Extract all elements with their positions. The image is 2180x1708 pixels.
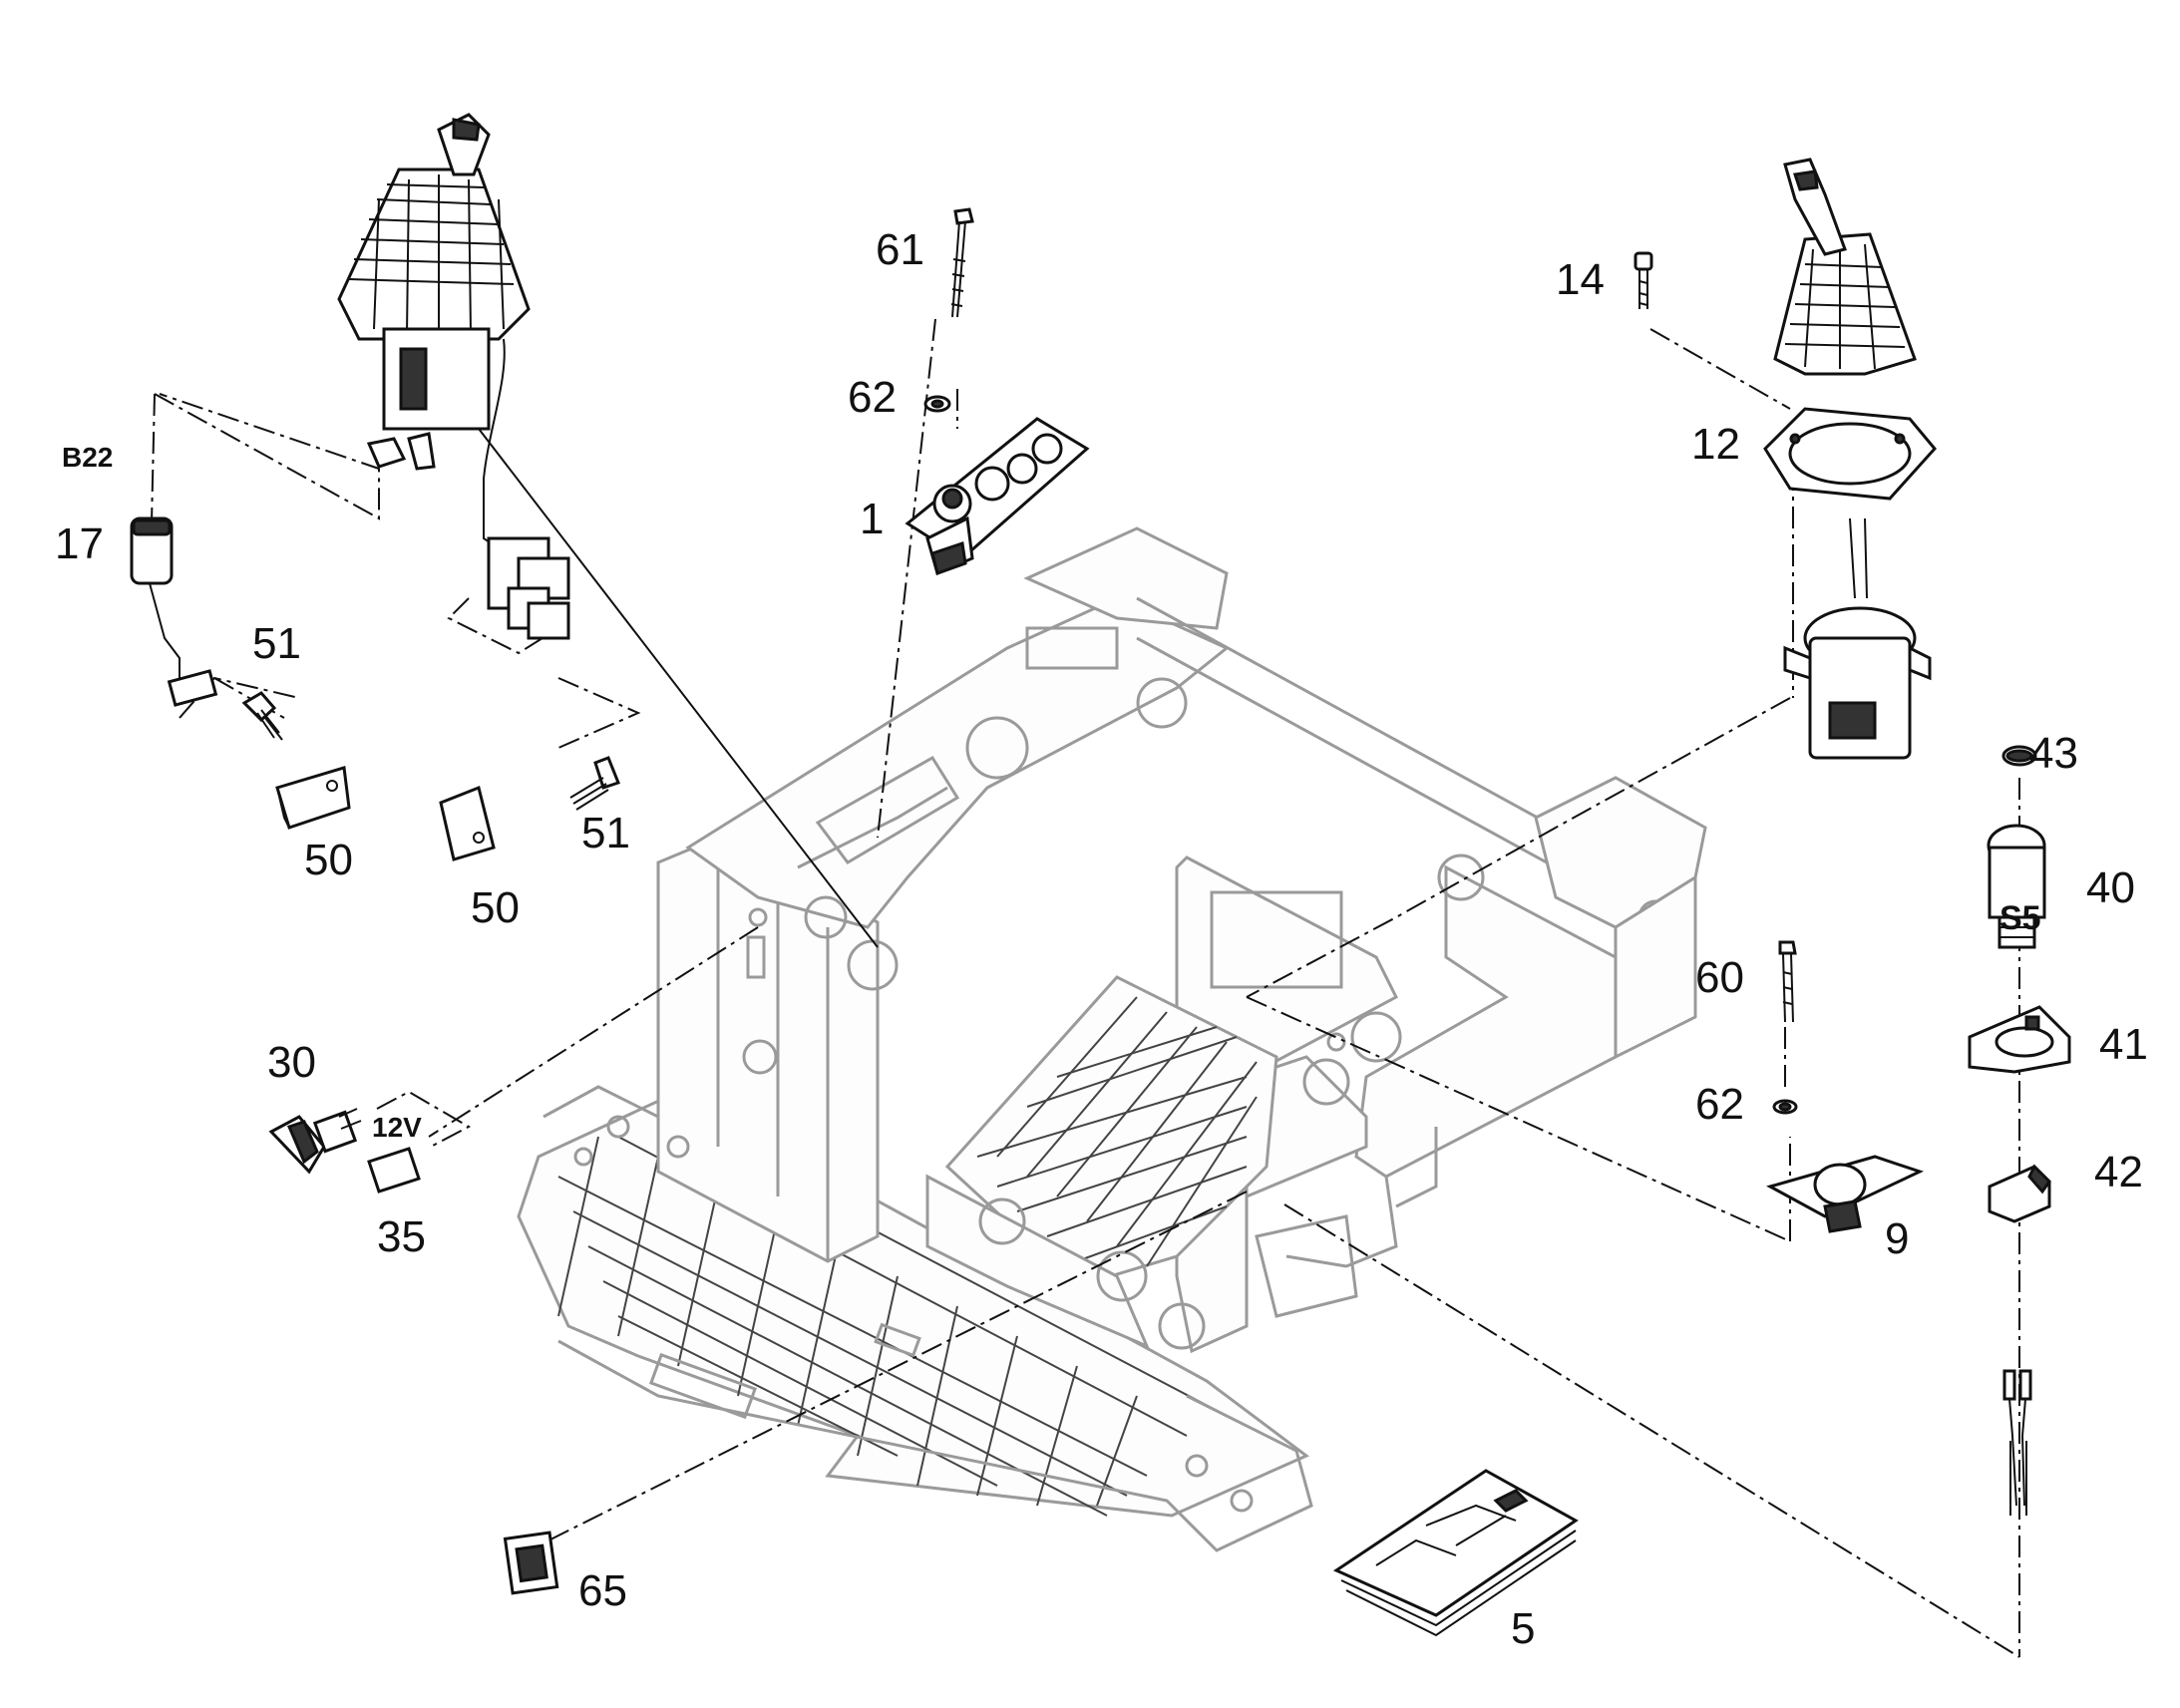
label-60: 60: [1695, 953, 1744, 1002]
right-joystick-top: [1773, 158, 1917, 376]
label-50-left: 50: [304, 836, 353, 884]
main-frame: [517, 526, 1707, 1552]
connector-42: [1988, 1164, 2051, 1223]
label-51-right: 51: [581, 809, 630, 857]
washer-62-bottom: [1772, 1099, 1798, 1115]
label-42: 42: [2094, 1148, 2143, 1196]
label-61: 61: [876, 225, 924, 274]
bracket-50-right: [439, 785, 496, 861]
label-40: 40: [2086, 863, 2135, 912]
socket-plate-9: [1766, 1155, 1925, 1233]
bolt-61: [950, 207, 974, 318]
label-30: 30: [267, 1038, 316, 1087]
screw-14: [1634, 251, 1653, 309]
label-5: 5: [1511, 1604, 1535, 1653]
screw-51-left: [241, 691, 283, 741]
label-B22: B22: [62, 442, 113, 473]
label-50-right: 50: [471, 883, 520, 932]
left-joystick: [337, 113, 570, 640]
label-35: [367, 1147, 421, 1194]
center-mesh-pattern: [976, 996, 1258, 1267]
wire-harness: [2002, 1369, 2032, 1516]
floor-mesh-pattern: [557, 1116, 1228, 1517]
gasket-12: [1763, 407, 1937, 501]
label-41: 41: [2099, 1020, 2148, 1069]
label-51-left: 51: [252, 619, 301, 668]
label-S5: S5: [1999, 899, 2041, 937]
label-12: 12: [1691, 420, 1740, 469]
cap-43: [2001, 745, 2037, 767]
label-9: 9: [1885, 1214, 1909, 1263]
bolt-60: [1778, 940, 1797, 1023]
holder-41: [1968, 1005, 2071, 1074]
bracket-50-left: [275, 766, 351, 830]
joystick-base-right: [1783, 517, 1932, 760]
label-62-top: 62: [848, 373, 897, 422]
switch-65: [503, 1531, 559, 1595]
washer-62-top: [923, 395, 951, 413]
manual-5: [1332, 1469, 1579, 1637]
label-12V: 12V: [372, 1112, 422, 1143]
label-65: 65: [578, 1566, 627, 1615]
screw-51-right: [569, 756, 620, 811]
label-62-bottom: 62: [1695, 1080, 1744, 1129]
label-35: 35: [377, 1212, 426, 1261]
label-43: 43: [2029, 729, 2078, 778]
switch-40: [1987, 824, 2046, 949]
switch-panel-1: [905, 417, 1090, 576]
sensor-17: [130, 516, 218, 707]
label-17: 17: [55, 519, 104, 568]
part-labels: 61 62 1 14 12 B22 17 51 50 51 50 43 40 S…: [55, 225, 2148, 1653]
power-socket-30: [268, 1108, 362, 1175]
label-14: 14: [1556, 255, 1605, 304]
label-1: 1: [860, 495, 884, 543]
